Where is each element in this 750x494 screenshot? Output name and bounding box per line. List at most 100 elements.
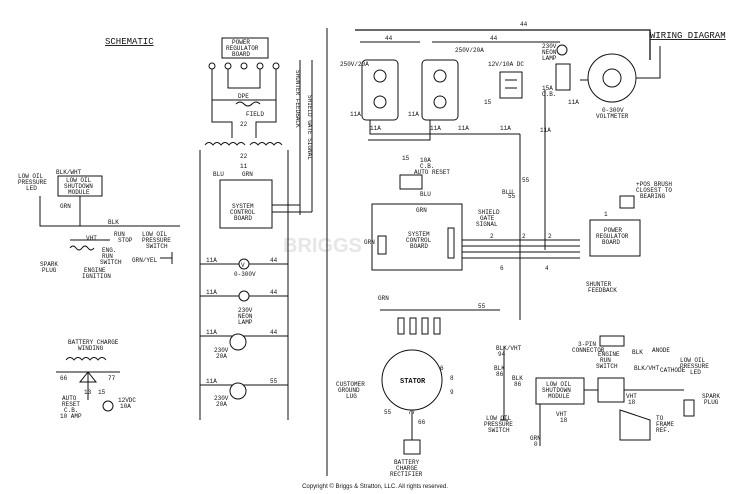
watermark: BRIGGS: [283, 235, 362, 257]
svg-text:11A: 11A: [206, 329, 217, 336]
svg-text:15: 15: [402, 155, 410, 162]
schematic-system-control-box: [219, 179, 273, 229]
svg-text:0: 0: [534, 441, 538, 448]
three-pin-connector-box: [599, 335, 625, 347]
schematic-stator-winding-2: [249, 142, 283, 146]
svg-text:250V/20A: 250V/20A: [340, 61, 369, 68]
schematic-power-regulator-box: [221, 37, 269, 59]
svg-text:44: 44: [270, 257, 278, 264]
svg-text:GRN: GRN: [242, 171, 253, 178]
harness-bundle: 2 2 2 6 4: [462, 233, 580, 272]
svg-text:6: 6: [440, 365, 444, 372]
svg-text:VHT: VHT: [86, 235, 97, 242]
outlet-mid-250v: 250V/20A: [421, 47, 484, 121]
svg-text:22: 22: [240, 121, 248, 128]
svg-text:11A: 11A: [206, 378, 217, 385]
svg-text:RUN: RUN: [114, 231, 125, 238]
svg-text:94: 94: [498, 351, 506, 358]
svg-text:11: 11: [240, 163, 248, 170]
harness-44-top: [355, 29, 651, 60]
svg-text:55: 55: [522, 177, 530, 184]
svg-text:BLK: BLK: [632, 349, 643, 356]
svg-text:STOP: STOP: [118, 237, 133, 244]
svg-text:15: 15: [484, 99, 492, 106]
svg-text:44: 44: [490, 35, 498, 42]
svg-text:9: 9: [450, 389, 454, 396]
svg-text:18: 18: [560, 417, 568, 424]
svg-text:11A: 11A: [430, 125, 441, 132]
svg-text:VHT: VHT: [556, 411, 567, 418]
schematic-header: SCHEMATIC: [105, 37, 154, 47]
svg-text:55: 55: [270, 378, 278, 385]
schematic-regulator-pins: [208, 62, 280, 70]
svg-text:6: 6: [500, 265, 504, 272]
wiring-low-oil-module-box: [535, 377, 585, 405]
svg-text:11A: 11A: [206, 289, 217, 296]
svg-text:86: 86: [496, 371, 504, 378]
svg-text:BLU: BLU: [502, 189, 513, 196]
wiring-diagram-header: WIRING DIAGRAM: [650, 31, 726, 41]
svg-text:V: V: [241, 262, 245, 269]
wiring-section: 44 44 44 250V/20A 250V/20A 11A 11A 11A 1…: [336, 21, 720, 478]
engine-run-switch-box: [597, 377, 625, 403]
voltmeter-schematic-icon: [238, 258, 250, 270]
svg-text:11A: 11A: [458, 125, 469, 132]
svg-text:GRN: GRN: [364, 239, 375, 246]
outlet-left-250v: 250V/20A: [340, 59, 399, 121]
schematic-shield-gate-label: SHIELD GATE SIGNAL: [306, 95, 313, 160]
svg-text:BLK: BLK: [494, 365, 505, 372]
svg-text:15: 15: [98, 389, 106, 396]
schematic-stator-winding-1: [204, 142, 246, 146]
ignition-coil-shape: [619, 409, 651, 441]
svg-text:BLK/VHT: BLK/VHT: [496, 345, 522, 352]
svg-text:GRN: GRN: [378, 295, 389, 302]
schematic-ignition-coil: [69, 245, 95, 251]
svg-text:2: 2: [522, 233, 526, 240]
svg-text:55: 55: [478, 303, 486, 310]
svg-text:55: 55: [384, 409, 392, 416]
svg-text:ANODE: ANODE: [652, 347, 670, 354]
svg-text:0-300V: 0-300V: [234, 271, 256, 278]
svg-text:2: 2: [490, 233, 494, 240]
svg-text:GRN: GRN: [530, 435, 541, 442]
svg-text:18: 18: [628, 399, 636, 406]
svg-text:86: 86: [514, 381, 522, 388]
svg-text:22: 22: [240, 153, 248, 160]
svg-text:11A: 11A: [500, 125, 511, 132]
svg-text:44: 44: [270, 329, 278, 336]
svg-text:11A: 11A: [370, 125, 381, 132]
schematic-field-coil: [235, 101, 261, 107]
svg-text:44: 44: [520, 21, 528, 28]
outlet-1-schematic-icon: [229, 333, 247, 351]
svg-text:GRN/YEL: GRN/YEL: [132, 257, 158, 264]
svg-text:44: 44: [270, 289, 278, 296]
spark-plug-shape: [683, 399, 695, 417]
svg-text:BLU: BLU: [420, 191, 431, 198]
